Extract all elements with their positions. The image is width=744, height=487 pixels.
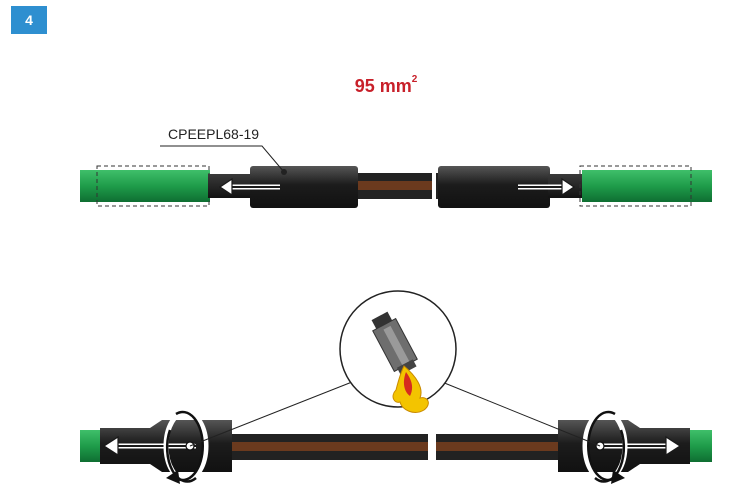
right-slide-arrow-icon: [518, 177, 576, 197]
right-magnifier-line: [441, 381, 601, 447]
left-green-cable: [80, 170, 210, 202]
right-rotate-arrowhead: [611, 470, 625, 484]
cable-size-value: 95 mm: [354, 76, 412, 96]
left-magnifier-line: [189, 381, 353, 447]
bottom-left-conductor-core: [232, 442, 428, 451]
bottom-right-pull-arrow-icon: [600, 435, 682, 457]
right-dashed-zone: [579, 165, 692, 207]
top-assembly: CPEEPL68-19: [80, 126, 712, 208]
left-rotate-arrow-outline: [165, 410, 204, 483]
bottom-assembly: [80, 381, 712, 484]
left-sleeve: [250, 166, 358, 208]
bottom-left-pull-arrow-icon: [102, 435, 196, 457]
part-code-label: CPEEPL68-19: [168, 126, 259, 142]
right-rotate-arrow-outline: [587, 410, 626, 483]
part-callout-dot: [281, 169, 287, 175]
left-rotate-arrowhead: [166, 470, 180, 484]
cable-size-label: 95 mm2: [336, 74, 436, 97]
left-dashed-zone: [96, 165, 210, 207]
flame-core: [403, 372, 413, 396]
bottom-right-conductor-core: [436, 442, 560, 451]
heat-gun-magnifier: [339, 290, 457, 413]
right-green-cable: [582, 170, 712, 202]
right-sleeve: [438, 166, 550, 208]
left-slide-arrow-icon: [218, 177, 280, 197]
step-number-badge: 4: [11, 6, 47, 34]
cable-size-superscript: 2: [411, 74, 418, 85]
left-conductor-core: [356, 181, 432, 190]
part-callout-line: [160, 145, 285, 173]
